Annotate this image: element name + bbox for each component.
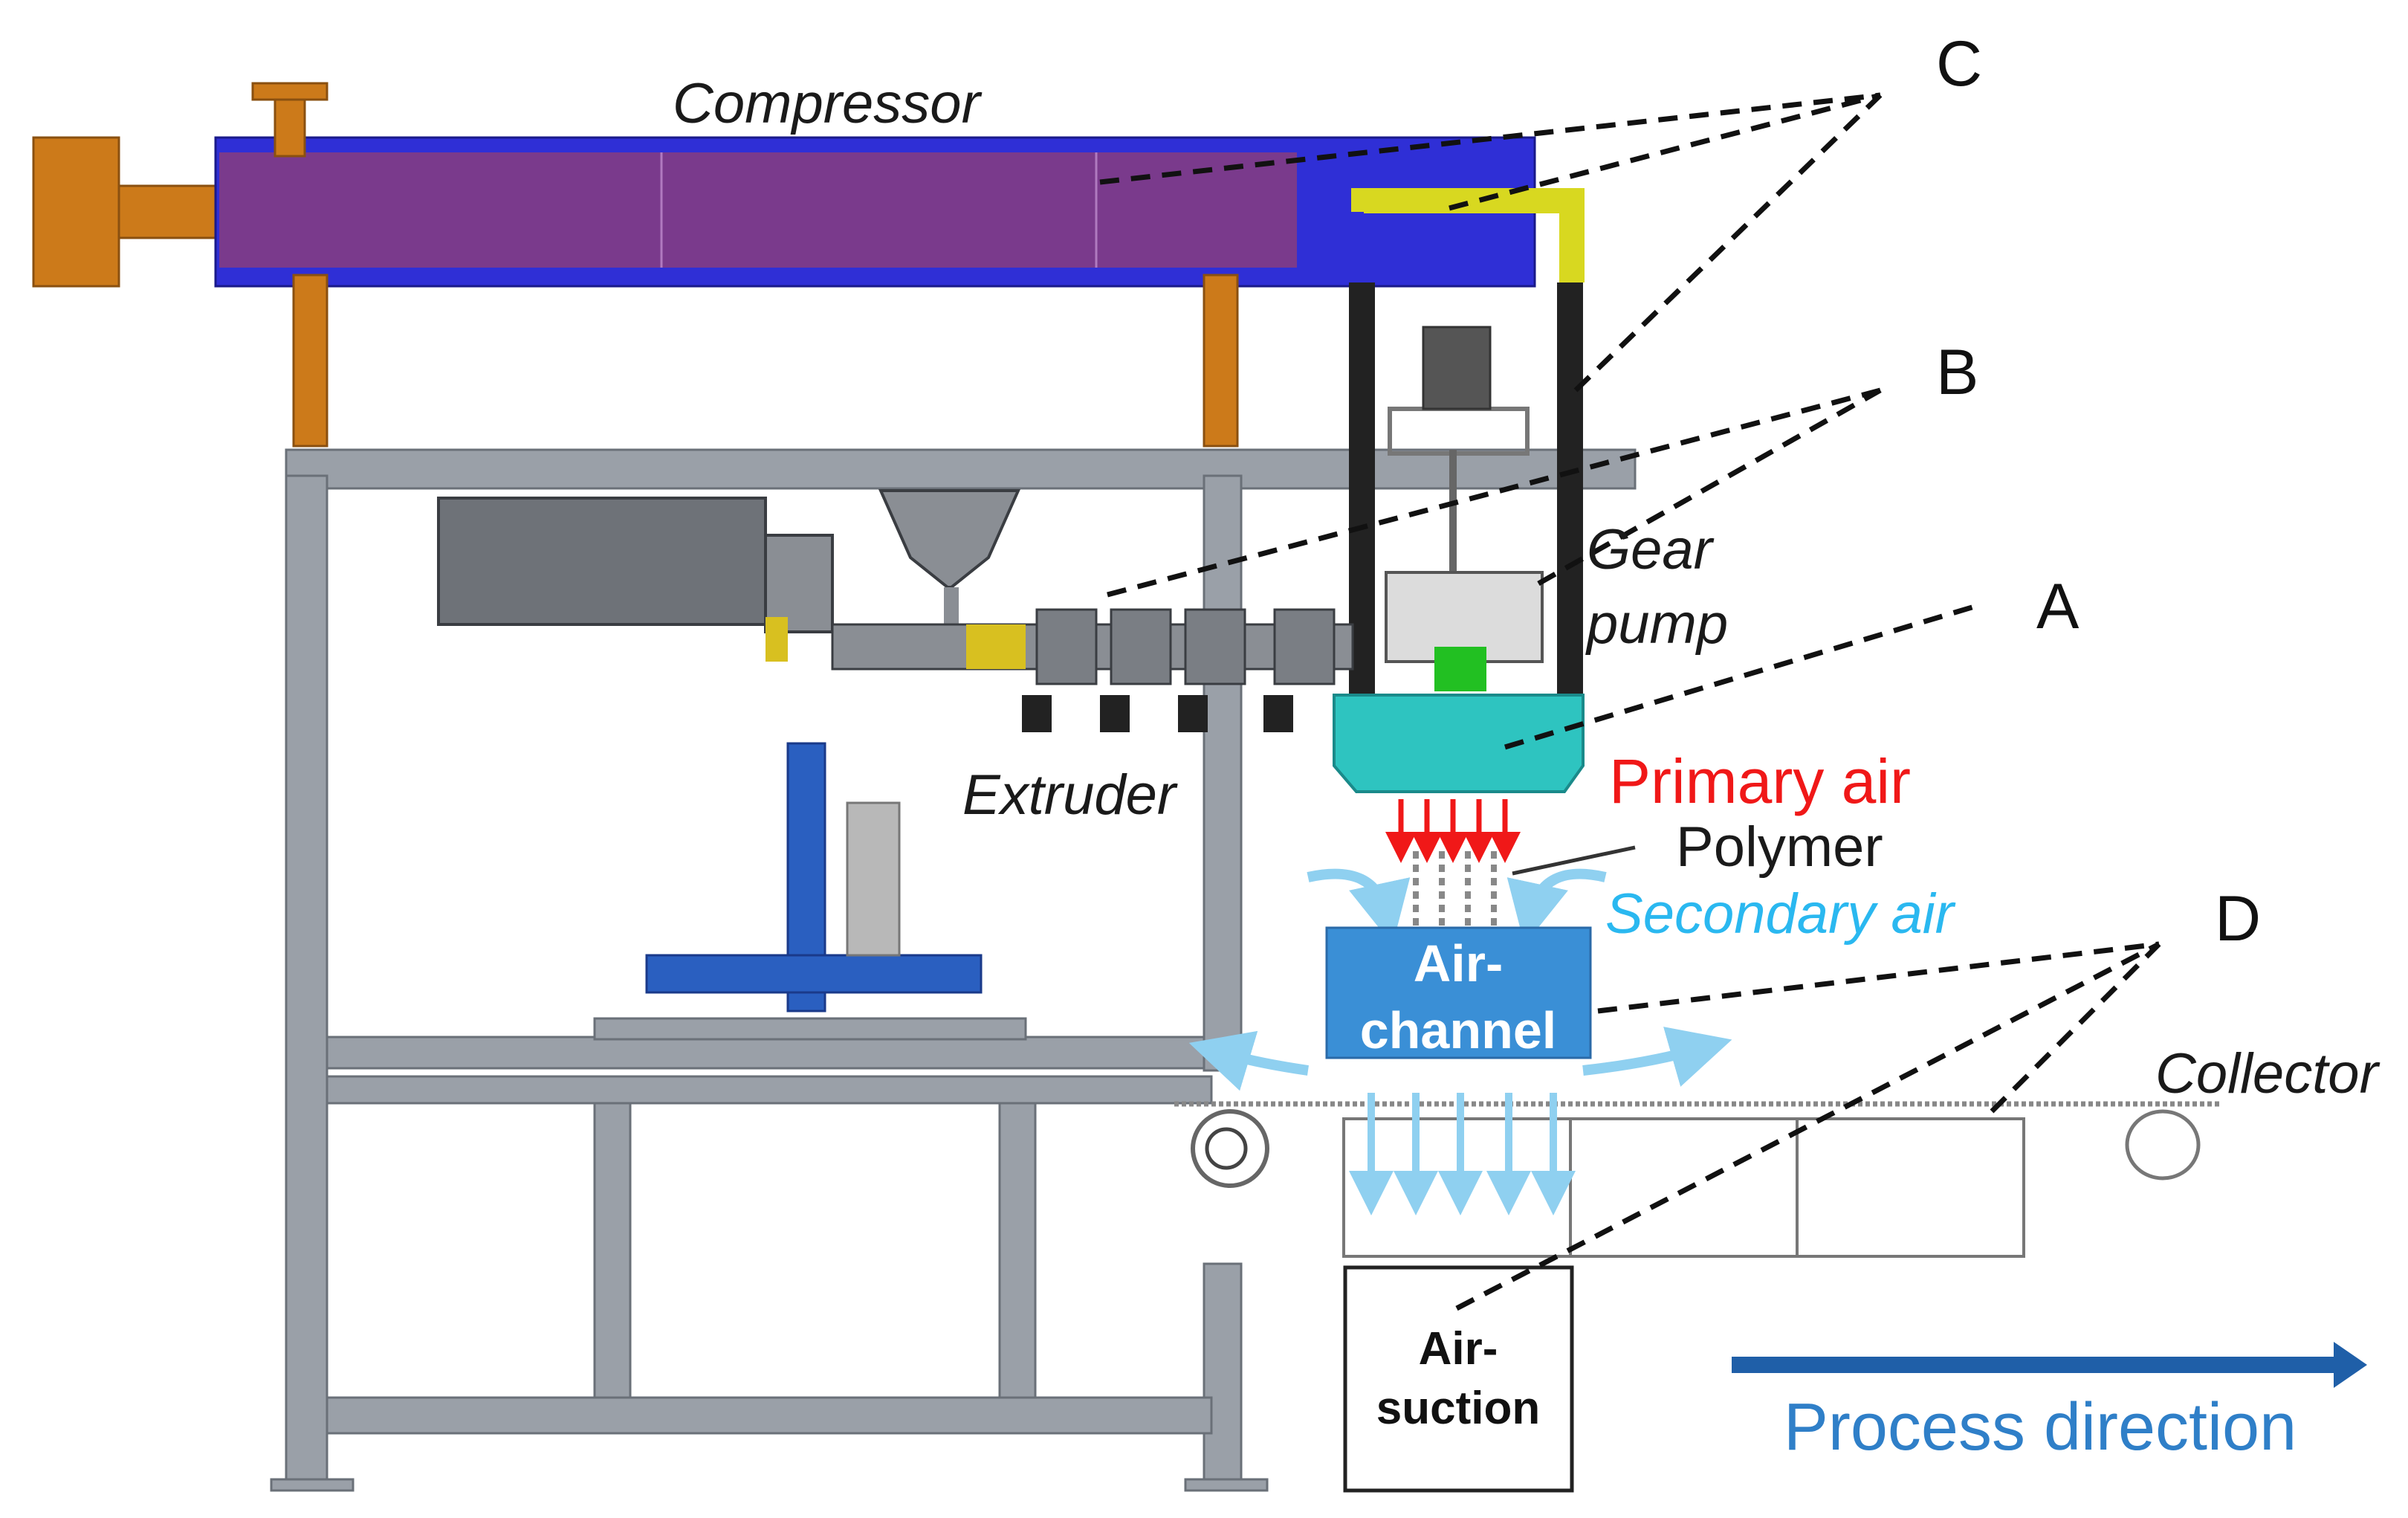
- callout-a: A: [2036, 571, 2080, 642]
- polymer-label: Polymer: [1676, 815, 1883, 879]
- compressor-leg-left: [292, 274, 328, 448]
- air-channel-box: [1325, 926, 1592, 1059]
- secondary-air-arrows: [1188, 868, 1732, 1091]
- primary-air-label: Primary air: [1609, 746, 1911, 816]
- extruder-stand: [593, 742, 1027, 1041]
- extruder-motor: [437, 497, 767, 626]
- gear-pump-motor: [1422, 326, 1492, 410]
- air-suction-label-line1: Air-: [1419, 1323, 1498, 1375]
- air-supply-pipes: [1349, 188, 1585, 699]
- air-channel-label-line2: channel: [1360, 1001, 1557, 1059]
- hopper: [878, 489, 1021, 589]
- drive-roller: [1191, 1109, 1269, 1188]
- secondary-air-label: Secondary air: [1605, 882, 1956, 946]
- extruder-label: Extruder: [962, 763, 1178, 827]
- gear-pump-label-line1: Gear: [1587, 518, 1715, 581]
- extruder: [437, 489, 1354, 732]
- idler-roller: [2125, 1109, 2201, 1181]
- gear-pump-label-line2: pump: [1585, 592, 1728, 656]
- compressor: [32, 82, 1536, 448]
- compressor-label: Compressor: [673, 72, 983, 135]
- air-suction-box: [1343, 1265, 1574, 1493]
- process-direction-label: Process direction: [1784, 1390, 2297, 1464]
- gear-pump: [1333, 326, 1585, 793]
- callout-d: D: [2215, 883, 2261, 955]
- inlet-pipe: [274, 95, 306, 158]
- coupling-shaft: [117, 184, 221, 239]
- collector-label: Collector: [2155, 1042, 2381, 1105]
- callout-lines: [1099, 92, 2161, 1311]
- callout-b: B: [1936, 337, 1978, 408]
- callout-c: C: [1936, 28, 1982, 100]
- suction-arrows: [1349, 1093, 1576, 1215]
- collector: [1174, 1101, 2222, 1258]
- primary-air-arrows: [1385, 799, 1521, 863]
- air-channel-label-line1: Air-: [1414, 934, 1504, 992]
- air-suction-label-line2: suction: [1376, 1383, 1540, 1434]
- spinneret-die: [1333, 694, 1585, 793]
- machine-frame: [270, 448, 1637, 1492]
- polymer-leader-line: [1512, 845, 1636, 876]
- compressor-leg-right: [1203, 274, 1239, 448]
- polymer-filaments: [1413, 851, 1497, 926]
- motor-flange: [32, 136, 120, 288]
- compressor-cylinder: [219, 152, 1297, 268]
- process-direction-arrow: [1732, 1342, 2367, 1388]
